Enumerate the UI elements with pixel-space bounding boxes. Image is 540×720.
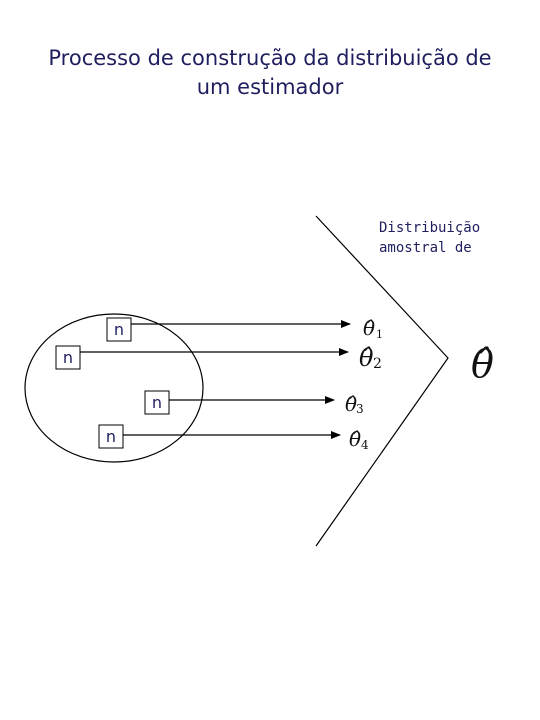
estimator-theta: θ̂	[349, 427, 361, 451]
sample-4: n θ̂ 4	[98, 424, 369, 452]
sample-label: n	[63, 348, 73, 367]
sample-3: n θ̂ 3	[144, 390, 364, 416]
estimator-theta: θ̂	[363, 316, 375, 340]
sample-box	[106, 317, 132, 342]
sample-box	[55, 345, 81, 370]
distribution-label-line-2: amostral de	[379, 240, 472, 256]
population-ellipse	[24, 313, 204, 463]
distribution-label-line-1: Distribuição	[379, 220, 481, 236]
estimator-index: 3	[356, 402, 364, 416]
title-line-2: um estimador	[196, 75, 344, 99]
estimator-theta: θ̂	[345, 392, 357, 416]
sample-label: n	[106, 427, 116, 446]
distribution-label: Distribuição amostral de	[379, 218, 480, 258]
sample-box	[144, 390, 170, 415]
page-title: Processo de construção da distribuição d…	[0, 44, 540, 102]
estimator-index: 4	[361, 438, 369, 452]
sample-box	[98, 424, 124, 449]
estimator-index: 1	[376, 328, 383, 341]
title-line-1: Processo de construção da distribuição d…	[48, 46, 492, 70]
sample-label: n	[152, 393, 162, 412]
sample-label: n	[114, 320, 124, 339]
estimator-symbol: θ̂	[471, 342, 494, 386]
sample-1: n θ̂ 1	[106, 316, 383, 342]
distribution-chevron	[315, 215, 449, 547]
estimator-theta: θ̂	[359, 344, 374, 372]
estimator-index: 2	[373, 356, 382, 372]
sample-2: n θ̂ 2	[55, 344, 382, 372]
